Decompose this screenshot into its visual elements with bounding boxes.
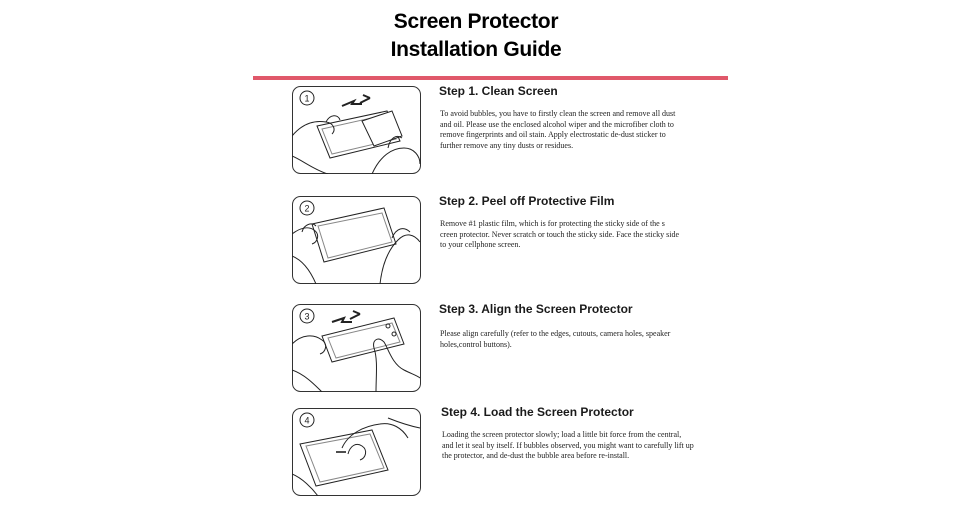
step-2-title: Step 2. Peel off Protective Film [439,194,615,208]
step-3-title: Step 3. Align the Screen Protector [439,302,633,316]
step-4-description: Loading the screen protector slowly; loa… [442,430,694,460]
step-4-illustration: 4 [292,408,421,496]
title-divider [253,76,728,80]
step-2-illustration: 2 [292,196,421,284]
step-1-title: Step 1. Clean Screen [439,84,558,98]
step-4-title: Step 4. Load the Screen Protector [441,405,634,419]
page-title-line-2: Installation Guide [390,38,562,61]
step-3-description: Please align carefully (refer to the edg… [440,329,671,349]
step-1-number: 1 [304,94,309,104]
step-2-number: 2 [304,204,309,214]
page-title-line-1: Screen Protector [393,10,559,33]
step-1-illustration: 1 [292,86,421,174]
step-3-number: 3 [304,312,309,322]
step-4-number: 4 [304,416,309,426]
step-1-description: To avoid bubbles, you have to firstly cl… [440,109,676,150]
step-2-description: Remove #1 plastic film, which is for pro… [440,219,680,249]
step-3-illustration: 3 [292,304,421,392]
